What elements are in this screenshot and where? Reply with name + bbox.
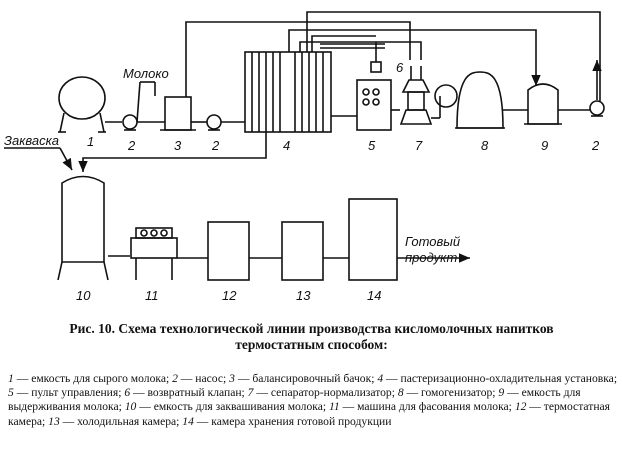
raw-milk-tank [58,76,106,133]
pump-2c [589,100,605,117]
output-label-line2: продукт [405,250,457,265]
legend-number: 5 [8,386,14,400]
legend-number: 8 [397,386,404,400]
label-13: 13 [296,288,311,300]
legend-number: 2 [172,372,178,385]
legend-number: 11 [328,400,340,414]
figure-caption-line1: Рис. 10. Схема технологической линии про… [69,321,554,336]
legend-number: 12 [514,400,527,414]
label-7: 7 [415,138,423,153]
label-6: 6 [396,60,404,75]
thermostatic-chamber [207,221,250,281]
cooling-chamber [281,221,324,281]
label-2b: 2 [211,138,220,153]
legend-text: — пульт управления; [13,386,125,400]
label-1: 1 [87,134,94,149]
legend-text: — емкость для выдерживания молока; [8,386,581,414]
label-10: 10 [76,288,91,300]
legend-text: — насос; [177,372,230,385]
storage-chamber [348,198,398,281]
fermentation-tank [57,175,109,281]
process-flow-diagram: Молоко Закваска Готовый продукт 1 2 3 2 … [4,11,605,300]
legend-text: — машина для фасования молока; [339,400,515,414]
holding-tank [524,83,562,125]
pump-2a [122,114,138,131]
legend-number: 1 [8,372,14,385]
label-2a: 2 [127,138,136,153]
starter-input-label: Закваска [4,133,59,148]
legend-number: 14 [182,414,194,428]
figure-legend: 1 — емкость для сырого молока; 2 — насос… [8,372,618,429]
control-panel [356,79,392,131]
legend-text: — сепаратор-нормализатор; [253,386,398,400]
return-valve [370,42,382,73]
legend-text: — емкость для заквашивания молока; [136,400,329,414]
label-14: 14 [367,288,381,300]
milk-input-label: Молоко [123,66,169,81]
legend-number: 10 [124,400,137,414]
figure-caption-line2: термостатным способом: [235,337,388,352]
label-2c: 2 [591,138,600,153]
label-12: 12 [222,288,237,300]
legend-text: — балансировочный бачок; [234,372,378,385]
label-11: 11 [145,288,159,300]
legend-number: 6 [124,386,131,400]
legend-number: 4 [377,372,384,385]
legend-text: — гомогенизатор; [403,386,499,400]
separator-normalizer [399,66,433,125]
label-3: 3 [174,138,182,153]
legend-text: — камера хранения готовой продукции [193,414,392,428]
legend-number: 9 [498,386,505,400]
legend-number: 3 [229,372,235,385]
pump-2b [206,114,222,131]
legend-text: — термостатная камера; [8,400,611,428]
legend-text: — возвратный клапан; [130,386,248,400]
label-8: 8 [481,138,489,153]
homogenizer [434,71,505,129]
label-4: 4 [283,138,290,153]
pasteurizer-cooler [244,51,332,133]
label-9: 9 [541,138,548,153]
label-5: 5 [368,138,376,153]
legend-text: — емкость для сырого молока; [13,372,173,385]
legend-number: 13 [48,414,60,428]
output-label-line1: Готовый [405,234,460,249]
legend-text: — холодильная камера; [59,414,183,428]
packaging-machine [130,227,178,280]
balance-tank [160,96,196,131]
legend-text: — пастеризационно-охладительная установк… [383,372,618,385]
legend-number: 7 [247,386,254,400]
